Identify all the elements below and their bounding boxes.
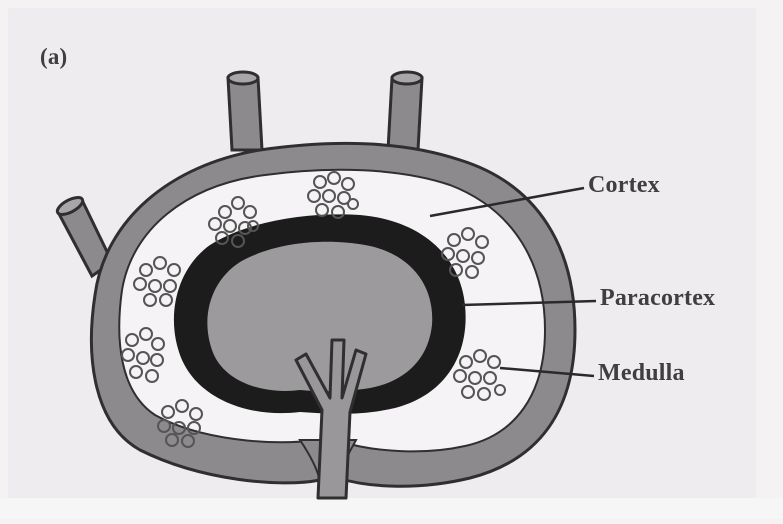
label-medulla: Medulla xyxy=(598,360,685,387)
page-margin xyxy=(0,498,783,519)
label-cortex: Cortex xyxy=(588,172,660,199)
afferent-vessel-right xyxy=(388,72,422,150)
medulla-region xyxy=(207,242,432,392)
afferent-vessel-left xyxy=(228,72,262,150)
panel-label: (a) xyxy=(40,44,67,70)
label-paracortex: Paracortex xyxy=(600,285,715,312)
